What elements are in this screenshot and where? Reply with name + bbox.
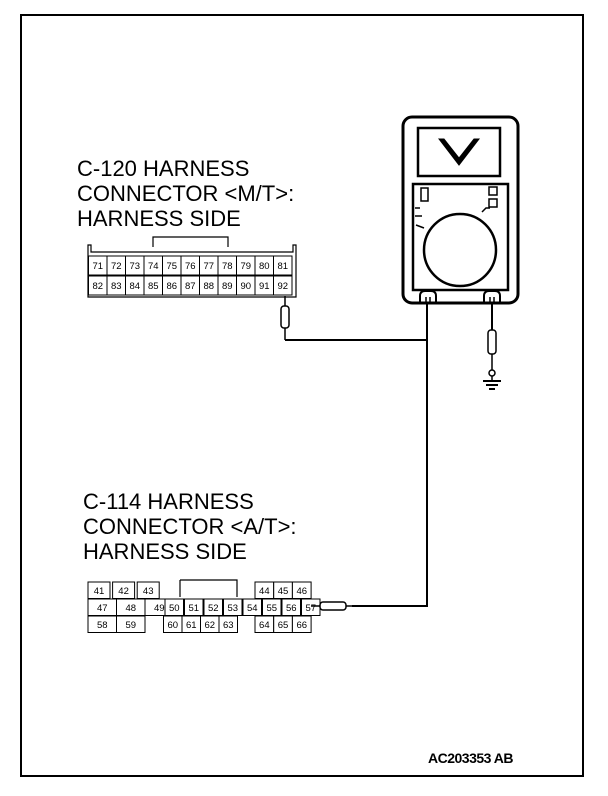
pin-cell [273,255,293,276]
pin-cell [273,275,293,296]
pin-number: 56 [286,603,297,614]
pin-number: 80 [259,261,270,272]
pin-number: 44 [259,586,270,597]
multimeter [401,115,520,305]
pin-number: 58 [97,620,108,631]
pin-number: 90 [240,281,251,292]
c120-connector-label: C-120 HARNESS CONNECTOR <M/T>: HARNESS S… [77,156,294,231]
voltage-symbol-icon [437,138,481,166]
pin-number: 62 [204,620,215,631]
c120-probe [280,296,290,340]
meter-jack-left [419,290,437,303]
pin-number: 41 [94,586,105,597]
pin-number: 78 [222,261,233,272]
c114-connector: 41 42 43 44 45 46 47 48 49 50 51 52 53 54 55 56 57 58 59 60… [87,579,321,633]
pin-number: 54 [247,603,258,614]
wire-c114 [352,302,428,607]
pin-number: 72 [111,261,122,272]
pin-number: 49 [154,603,165,614]
pin-number: 76 [185,261,196,272]
pin-number: 51 [188,603,199,614]
pin-number: 64 [259,620,270,631]
c120-label-line-1: C-120 HARNESS [77,156,250,181]
pin-number: 77 [203,261,214,272]
pin-number: 57 [305,603,316,614]
c114-label-line-3: HARNESS SIDE [83,539,247,564]
pin-number: 42 [118,586,129,597]
meter-display [416,126,502,178]
pin-number: 71 [92,261,103,272]
c120-connector: 71 72 73 74 75 76 77 78 79 80 81 82 83 84 85 86 87 88 89 90… [87,236,297,298]
pin-number: 81 [277,261,288,272]
pin-number: 43 [143,586,154,597]
figure-id: AC203353 AB [428,750,514,766]
meter-button-left [420,187,429,202]
ground-icon [483,380,501,390]
c114-label-line-1: C-114 HARNESS [83,489,254,514]
c120-label-line-3: HARNESS SIDE [77,206,241,231]
c120-housing [87,244,297,298]
pin-number: 47 [97,603,108,614]
pin-cell [242,598,262,616]
pin-number: 87 [185,281,196,292]
pin-number: 75 [166,261,177,272]
pin-number: 89 [222,281,233,292]
pin-number: 52 [208,603,219,614]
c114-probe [311,601,352,611]
pin-number: 73 [129,261,140,272]
pin-number: 45 [278,586,289,597]
pin-number: 63 [223,620,234,631]
pin-number: 66 [296,620,307,631]
pin-number: 82 [92,281,103,292]
pin-number: 65 [278,620,289,631]
c114-lock-tab [179,579,238,597]
pin-number: 60 [167,620,178,631]
pin-cell [218,615,238,633]
c120-label-line-2: CONNECTOR <M/T>: [77,181,295,206]
c114-connector-label: C-114 HARNESS CONNECTOR <A/T>: HARNESS S… [83,489,297,564]
pin-number: 46 [296,586,307,597]
meter-button-right-2 [488,198,498,208]
ground-lead [487,302,497,381]
pin-cell [116,615,146,633]
pin-number: 74 [148,261,159,272]
meter-dial [422,212,498,288]
diagram-frame [20,14,584,777]
pin-number: 91 [259,281,270,292]
meter-jack-right [483,290,501,303]
pin-number: 83 [111,281,122,292]
pin-number: 88 [203,281,214,292]
pin-number: 48 [125,603,136,614]
pin-number: 61 [186,620,197,631]
c120-lock-tab [152,236,229,247]
pin-number: 50 [169,603,180,614]
pin-number: 86 [166,281,177,292]
pin-number: 59 [125,620,136,631]
pin-number: 79 [240,261,251,272]
pin-number: 84 [129,281,140,292]
pin-number: 53 [227,603,238,614]
pin-number: 55 [266,603,277,614]
meter-button-right-1 [488,186,498,196]
pin-number: 85 [148,281,159,292]
pin-cell [291,615,312,633]
c114-label-line-2: CONNECTOR <A/T>: [83,514,297,539]
pin-number: 92 [277,281,288,292]
